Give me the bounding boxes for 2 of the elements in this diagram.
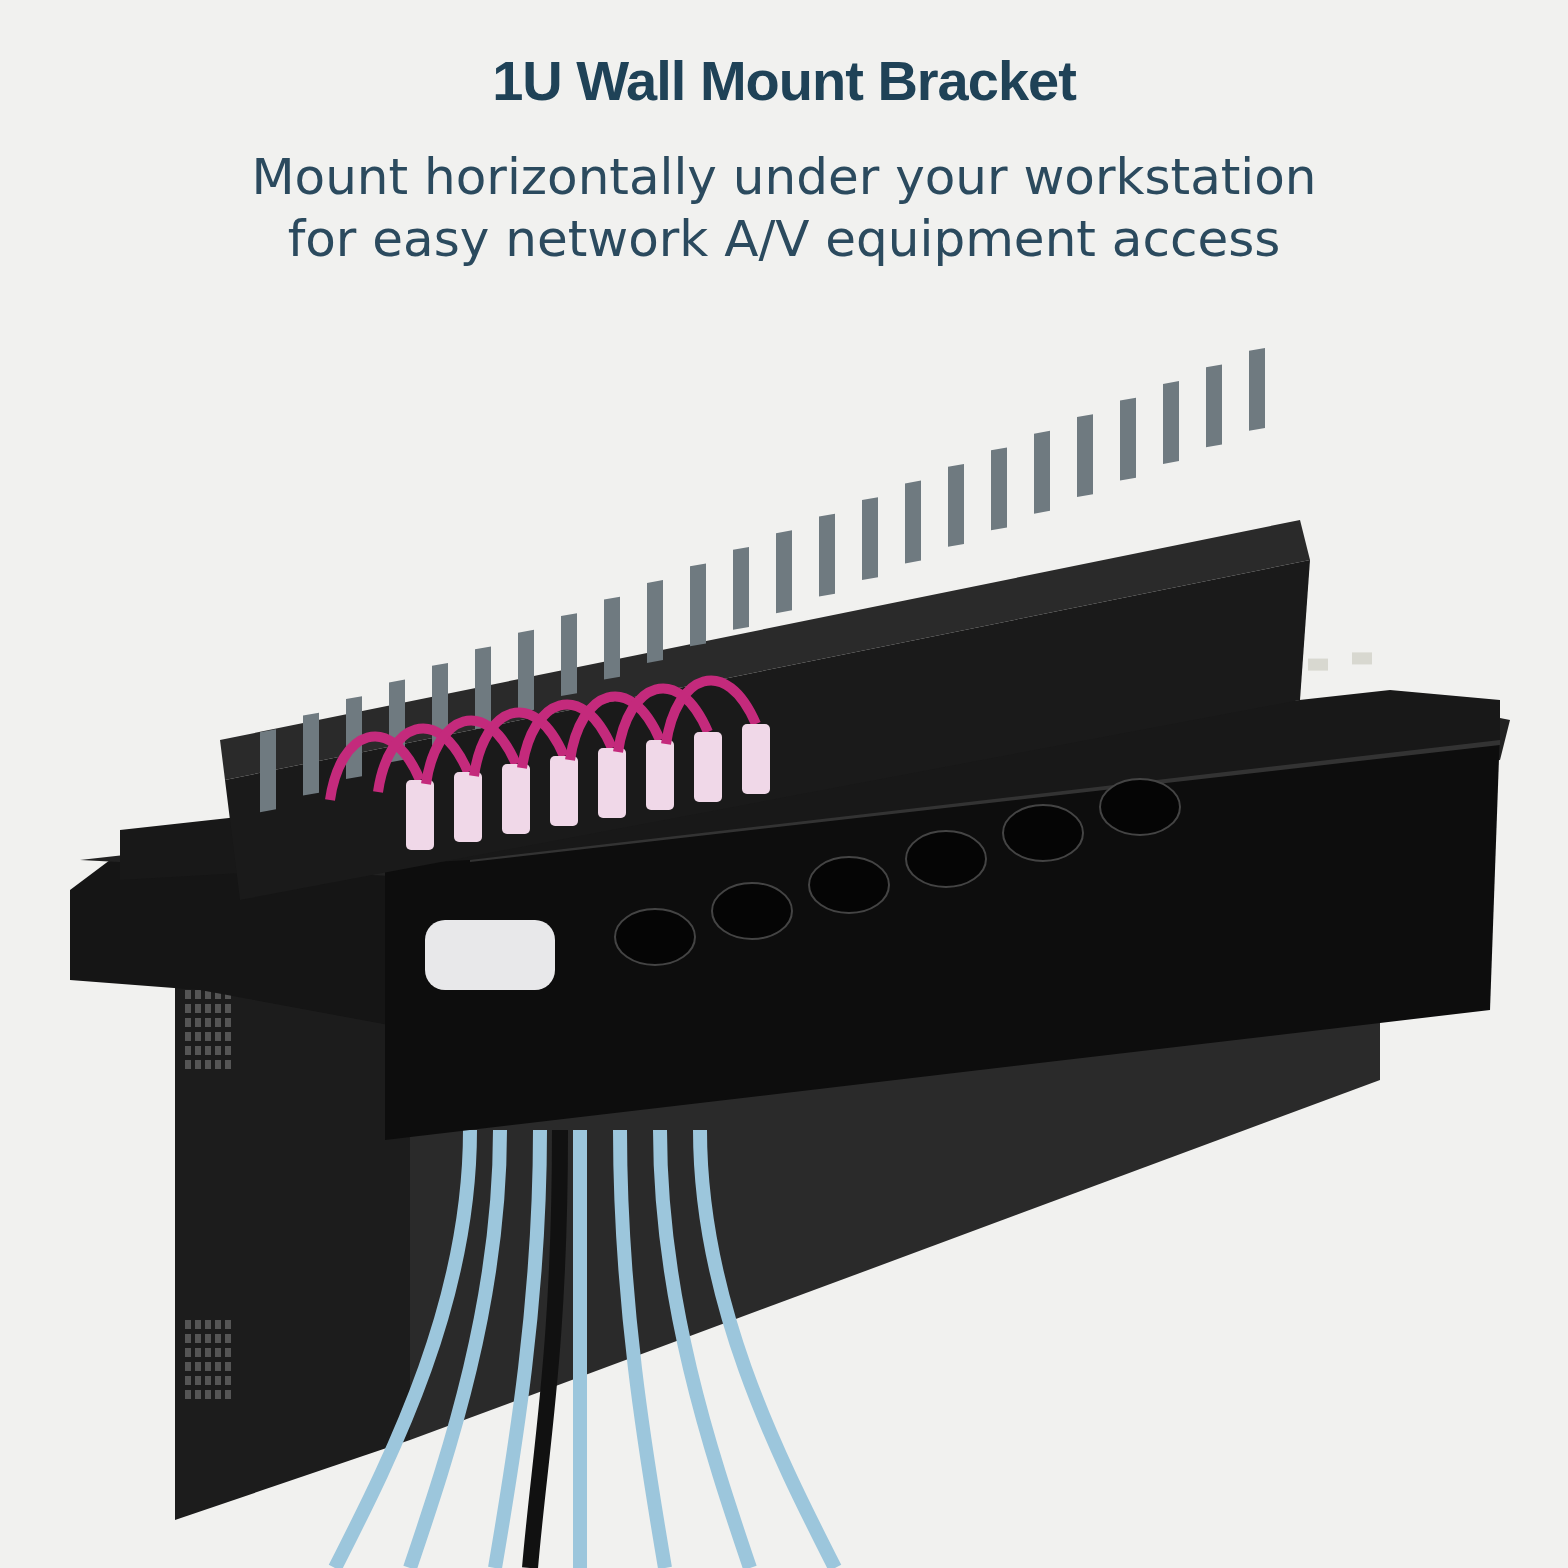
caption: Mount horizontally under your workstation for easy network A/V equipment access <box>250 147 1318 270</box>
title: 1U Wall Mount Bracket <box>492 48 1076 113</box>
